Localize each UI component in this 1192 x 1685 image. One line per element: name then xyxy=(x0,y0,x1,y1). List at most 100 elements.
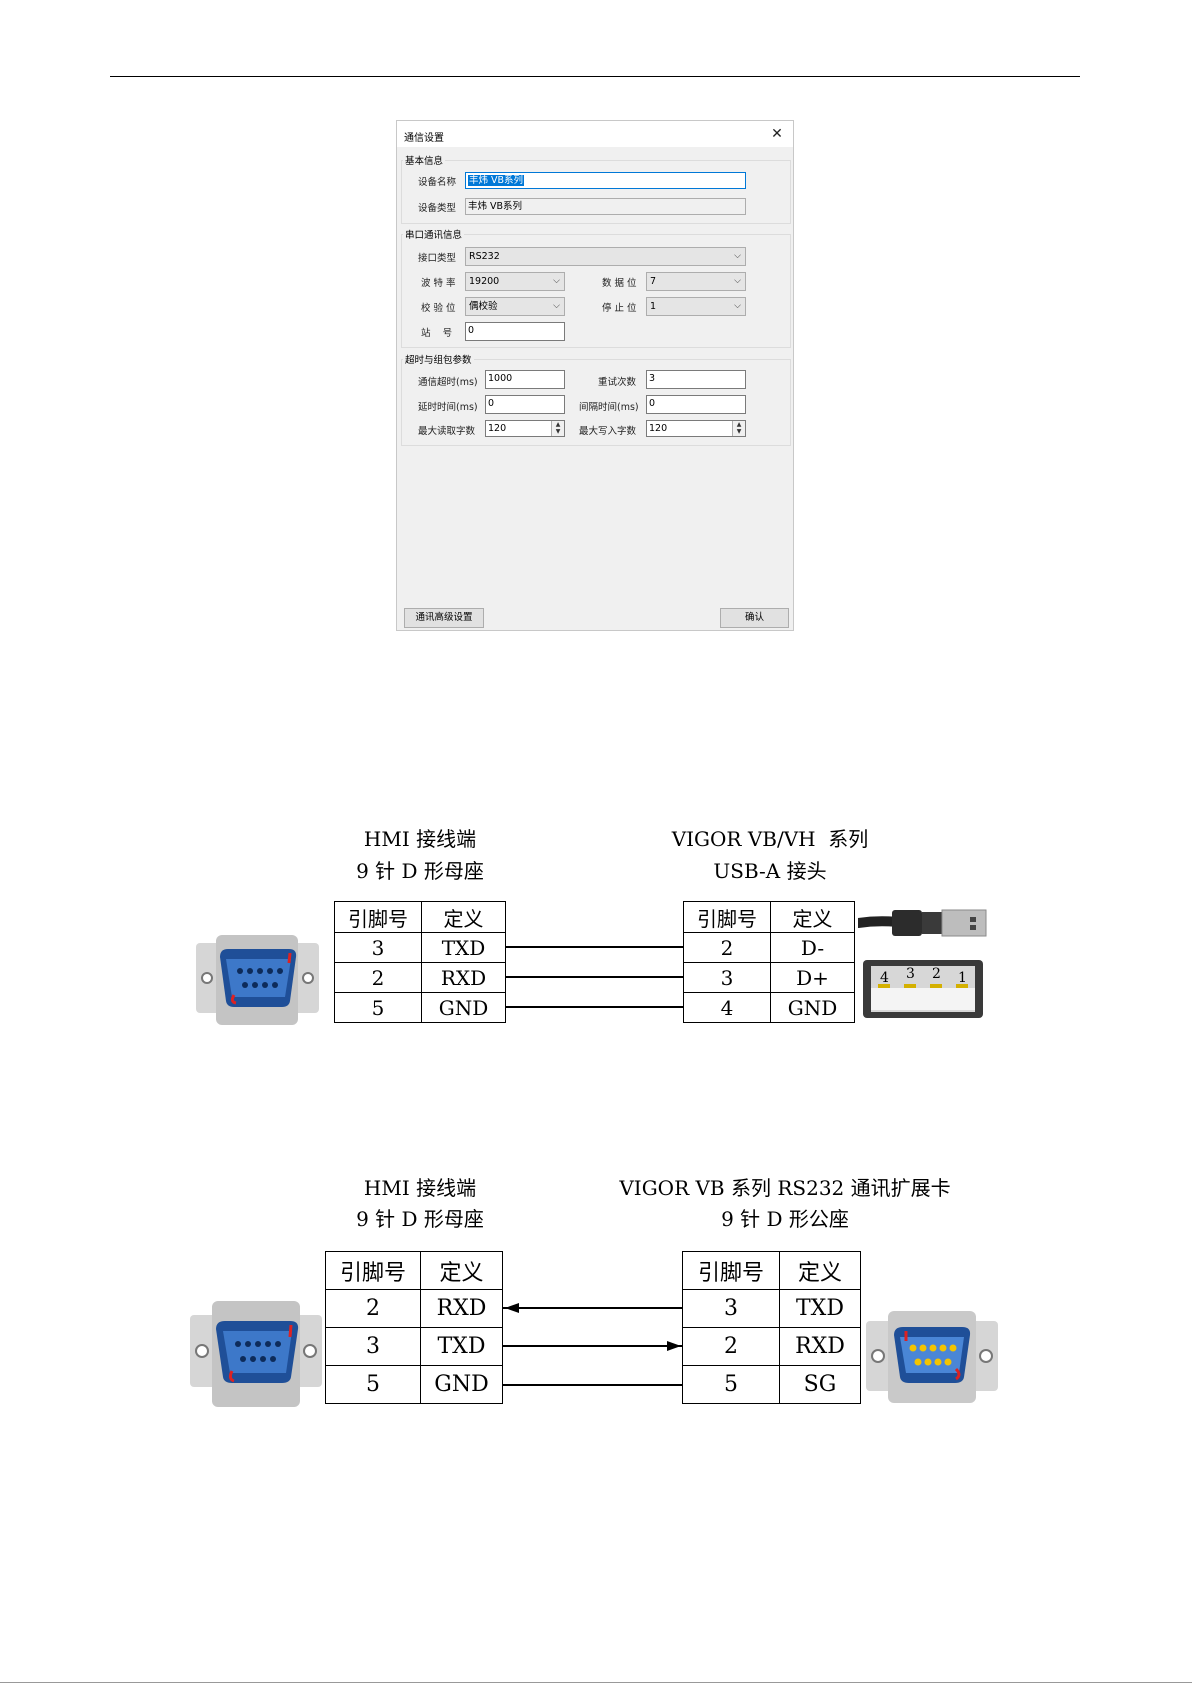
table-cell: 5 xyxy=(334,992,422,1023)
group-timeout-title: 超时与组包参数 xyxy=(403,352,474,366)
usb-pin-label: 1 xyxy=(958,970,967,986)
delay-time-input[interactable]: 0 xyxy=(485,395,565,414)
chevron-down-icon: ⌵ xyxy=(553,301,560,311)
close-icon[interactable]: ✕ xyxy=(771,126,783,142)
max-read-words-label: 最大读取字数 xyxy=(418,426,476,437)
table-header: 引脚号 xyxy=(683,901,771,933)
table-header: 引脚号 xyxy=(325,1251,421,1290)
table-cell: 2 xyxy=(334,962,422,993)
table-cell: 3 xyxy=(325,1327,421,1366)
db9-male-connector-icon xyxy=(866,1311,998,1403)
table-cell: 2 xyxy=(683,932,771,963)
data-bits-value: 7 xyxy=(650,276,657,287)
d2-wire-rxd xyxy=(503,1307,682,1309)
d1-left-title-2: 9 针 D 形母座 xyxy=(356,859,484,883)
stop-bits-select[interactable]: 1⌵ xyxy=(646,297,746,316)
table-cell: TXD xyxy=(420,1327,503,1366)
parity-value: 偶校验 xyxy=(469,301,498,312)
table-header: 引脚号 xyxy=(334,901,422,933)
table-header: 定义 xyxy=(779,1251,861,1290)
max-write-words-value: 120 xyxy=(649,423,668,434)
chevron-down-icon: ⌵ xyxy=(734,251,741,261)
max-write-words-input[interactable]: 120 ▲▼ xyxy=(646,420,746,437)
d1-wire-3 xyxy=(506,1006,683,1008)
table-cell: GND xyxy=(421,992,506,1023)
db9-female-connector-icon xyxy=(190,1301,322,1407)
table-cell: RXD xyxy=(420,1289,503,1328)
table-cell: 5 xyxy=(682,1365,780,1404)
ok-button[interactable]: 确认 xyxy=(720,608,789,628)
table-cell: 5 xyxy=(325,1365,421,1404)
d1-wire-1 xyxy=(506,946,683,948)
spinner-arrows-icon[interactable]: ▲▼ xyxy=(551,421,564,436)
spinner-arrows-icon[interactable]: ▲▼ xyxy=(732,421,745,436)
d1-right-title-2: USB-A 接头 xyxy=(713,859,827,883)
retry-count-input[interactable]: 3 xyxy=(646,370,746,389)
chevron-down-icon: ⌵ xyxy=(553,276,560,286)
table-cell: 3 xyxy=(682,1289,780,1328)
parity-label: 校 验 位 xyxy=(421,303,456,314)
group-timeout xyxy=(401,359,791,446)
table-cell: SG xyxy=(779,1365,861,1404)
group-serial-info xyxy=(401,234,791,348)
usb-a-connector-icon: 4 3 2 1 xyxy=(858,909,987,1018)
d1-wire-2 xyxy=(506,976,683,978)
table-cell: D- xyxy=(770,932,855,963)
table-cell: RXD xyxy=(421,962,506,993)
station-input[interactable]: 0 xyxy=(465,322,565,341)
device-name-value: 丰炜 VB系列 xyxy=(468,175,525,186)
table-cell: GND xyxy=(420,1365,503,1404)
table-cell: 2 xyxy=(325,1289,421,1328)
parity-select[interactable]: 偶校验 ⌵ xyxy=(465,297,565,316)
interval-time-input[interactable]: 0 xyxy=(646,395,746,414)
stop-bits-value: 1 xyxy=(650,301,657,312)
comm-timeout-input[interactable]: 1000 xyxy=(485,370,565,389)
interval-time-label: 间隔时间(ms) xyxy=(579,402,639,413)
advanced-settings-button[interactable]: 通讯高级设置 xyxy=(404,608,484,628)
comm-timeout-label: 通信超时(ms) xyxy=(418,377,478,388)
d1-left-title-1: HMI 接线端 xyxy=(363,827,477,851)
arrow-right-icon xyxy=(667,1341,681,1351)
usb-pin-label: 4 xyxy=(880,970,889,986)
data-bits-select[interactable]: 7⌵ xyxy=(646,272,746,291)
db9-female-connector-icon xyxy=(196,935,319,1025)
interface-type-select[interactable]: RS232 ⌵ xyxy=(465,247,746,266)
max-write-words-label: 最大写入字数 xyxy=(579,426,637,437)
stop-bits-label: 停 止 位 xyxy=(602,303,637,314)
group-serial-info-title: 串口通讯信息 xyxy=(403,227,465,241)
device-name-input[interactable]: 丰炜 VB系列 xyxy=(465,172,746,189)
table-cell: TXD xyxy=(421,932,506,963)
device-name-label: 设备名称 xyxy=(418,177,457,188)
table-cell: 4 xyxy=(683,992,771,1023)
dialog-titlebar: 通信设置 ✕ xyxy=(397,121,793,147)
d2-right-title-1: VIGOR VB 系列 RS232 通讯扩展卡 xyxy=(619,1176,951,1200)
baud-rate-value: 19200 xyxy=(469,276,500,287)
group-basic-info xyxy=(401,160,791,224)
baud-rate-label: 波 特 率 xyxy=(421,278,456,289)
table-header: 引脚号 xyxy=(682,1251,780,1290)
usb-pin-label: 2 xyxy=(932,966,941,982)
station-label: 站 号 xyxy=(421,328,453,339)
interface-type-value: RS232 xyxy=(469,251,500,262)
table-header: 定义 xyxy=(421,901,506,933)
max-read-words-input[interactable]: 120▲▼ xyxy=(485,420,565,437)
baud-rate-select[interactable]: 19200 ⌵ xyxy=(465,272,565,291)
d2-wire-gnd xyxy=(503,1384,682,1386)
usb-pin-label: 3 xyxy=(906,966,915,982)
table-header: 定义 xyxy=(770,901,855,933)
table-cell: GND xyxy=(770,992,855,1023)
table-cell: 3 xyxy=(334,932,422,963)
d2-left-title-1: HMI 接线端 xyxy=(363,1176,477,1200)
interface-type-label: 接口类型 xyxy=(418,253,457,264)
chevron-down-icon: ⌵ xyxy=(734,276,741,286)
d2-left-title-2: 9 针 D 形母座 xyxy=(356,1207,484,1231)
page-footer-rule xyxy=(0,1682,1192,1683)
d2-wire-txd xyxy=(503,1345,682,1347)
page-header-rule xyxy=(110,76,1080,77)
arrow-left-icon xyxy=(505,1303,519,1313)
table-cell: D+ xyxy=(770,962,855,993)
table-cell: 3 xyxy=(683,962,771,993)
